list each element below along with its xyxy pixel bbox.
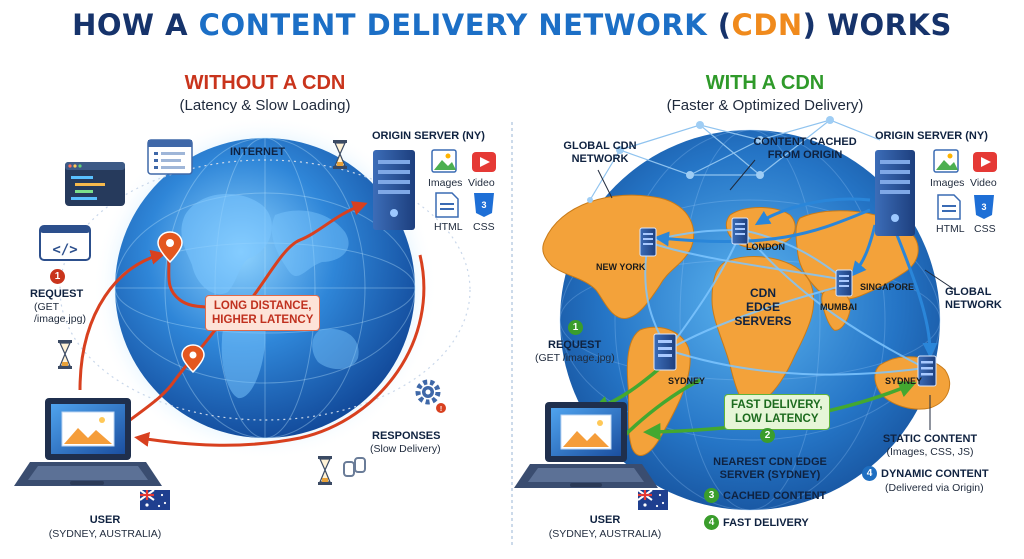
static-content-sub: (Images, CSS, JS) xyxy=(886,446,974,458)
left-subheading: (Latency & Slow Loading) xyxy=(179,97,351,114)
server-icon xyxy=(373,150,415,230)
asset-css-label: CSS xyxy=(473,221,495,233)
city-mumbai: MUMBAI xyxy=(820,302,857,312)
request-line-1: (GET xyxy=(34,301,60,313)
responses-sub: (Slow Delivery) xyxy=(370,443,441,455)
html-tag-icon: </> xyxy=(39,225,91,261)
svg-text:</>: </> xyxy=(52,242,77,258)
server-icon xyxy=(875,150,915,236)
hourglass-icon xyxy=(58,340,72,369)
right-request-title: REQUEST xyxy=(548,339,602,351)
location-pin-icon xyxy=(181,344,205,374)
asset-images-label: Images xyxy=(930,177,965,189)
city-london: LONDON xyxy=(746,242,785,252)
request-title: REQUEST xyxy=(30,288,84,300)
laptop-icon xyxy=(14,398,162,486)
video-file-icon xyxy=(472,152,496,172)
right-subheading: (Faster & Optimized Delivery) xyxy=(666,97,864,114)
request-line-2: /image.jpg) xyxy=(34,313,86,325)
code-window-icon xyxy=(65,162,125,206)
city-sydney: SYDNEY xyxy=(885,376,923,386)
request-arrow xyxy=(78,249,166,391)
network-nodes xyxy=(587,116,834,203)
internet-label: INTERNET xyxy=(230,146,285,158)
page-title: HOW A CONTENT DELIVERY NETWORK (CDN) WOR… xyxy=(72,8,952,42)
response-arrow xyxy=(134,254,426,447)
svg-text:!: ! xyxy=(440,406,442,413)
leader-lines xyxy=(597,159,956,430)
right-heading: WITH A CDN xyxy=(705,72,825,94)
dynamic-content-sub: (Delivered via Origin) xyxy=(885,482,984,494)
right-user-title: USER xyxy=(589,514,621,526)
asset-images-label: Images xyxy=(428,177,463,189)
asset-video-label: Video xyxy=(468,177,495,189)
hourglass-icon xyxy=(333,140,347,169)
right-request-sub: (GET /image.jpg) xyxy=(535,352,615,364)
left-heading: WITHOUT A CDN xyxy=(184,72,346,94)
asset-html-label: HTML xyxy=(434,221,463,233)
hourglass-icon xyxy=(318,456,332,485)
latency-callout: LONG DISTANCE,HIGHER LATENCY xyxy=(205,295,321,331)
asset-video-label: Video xyxy=(970,177,997,189)
left-user-title: USER xyxy=(89,514,121,526)
city-new-york: NEW YORK xyxy=(596,262,646,272)
asset-css-label: CSS xyxy=(974,223,996,235)
html-file-icon xyxy=(937,194,961,220)
svg-text:3: 3 xyxy=(481,200,486,210)
australia-flag-icon xyxy=(637,489,668,510)
video-file-icon xyxy=(973,152,997,172)
left-origin-label: ORIGIN SERVER (NY) xyxy=(372,130,485,142)
right-step2-badge: 2 xyxy=(760,428,775,443)
css-file-icon: 3 xyxy=(474,193,494,217)
responses-title: RESPONSES xyxy=(372,430,441,442)
server-icon xyxy=(639,227,657,257)
server-icon xyxy=(653,333,677,371)
laptop-icon xyxy=(514,402,658,488)
asset-html-label: HTML xyxy=(936,223,965,235)
static-content-title: STATIC CONTENT xyxy=(882,433,978,445)
right-step1-badge: 1 xyxy=(568,320,583,335)
left-user-sub: (SYDNEY, AUSTRALIA) xyxy=(48,528,162,540)
left-step-badge: 1 xyxy=(50,269,65,284)
image-file-icon xyxy=(933,149,959,173)
browser-window-icon xyxy=(147,139,193,175)
origin-replication-arrows xyxy=(654,197,938,358)
australia-flag-icon xyxy=(139,489,170,510)
location-pin-icon xyxy=(157,231,183,264)
broken-link-icon xyxy=(343,457,366,477)
css-file-icon: 3 xyxy=(974,195,994,219)
svg-text:3: 3 xyxy=(981,202,986,212)
image-file-icon xyxy=(431,149,457,173)
right-user-sub: (SYDNEY, AUSTRALIA) xyxy=(548,528,662,540)
fast-delivery-callout: FAST DELIVERY,LOW LATENCY xyxy=(724,394,830,430)
gear-icon: ! xyxy=(415,379,446,413)
server-icon xyxy=(917,355,937,387)
server-icon xyxy=(835,269,853,297)
city-singapore: SINGAPORE xyxy=(860,282,915,292)
right-origin-label: ORIGIN SERVER (NY) xyxy=(875,130,988,142)
html-file-icon xyxy=(435,192,459,218)
city-sydney-edge: SYDNEY xyxy=(668,376,706,386)
orbit-path xyxy=(59,159,471,421)
server-icon xyxy=(731,217,749,245)
